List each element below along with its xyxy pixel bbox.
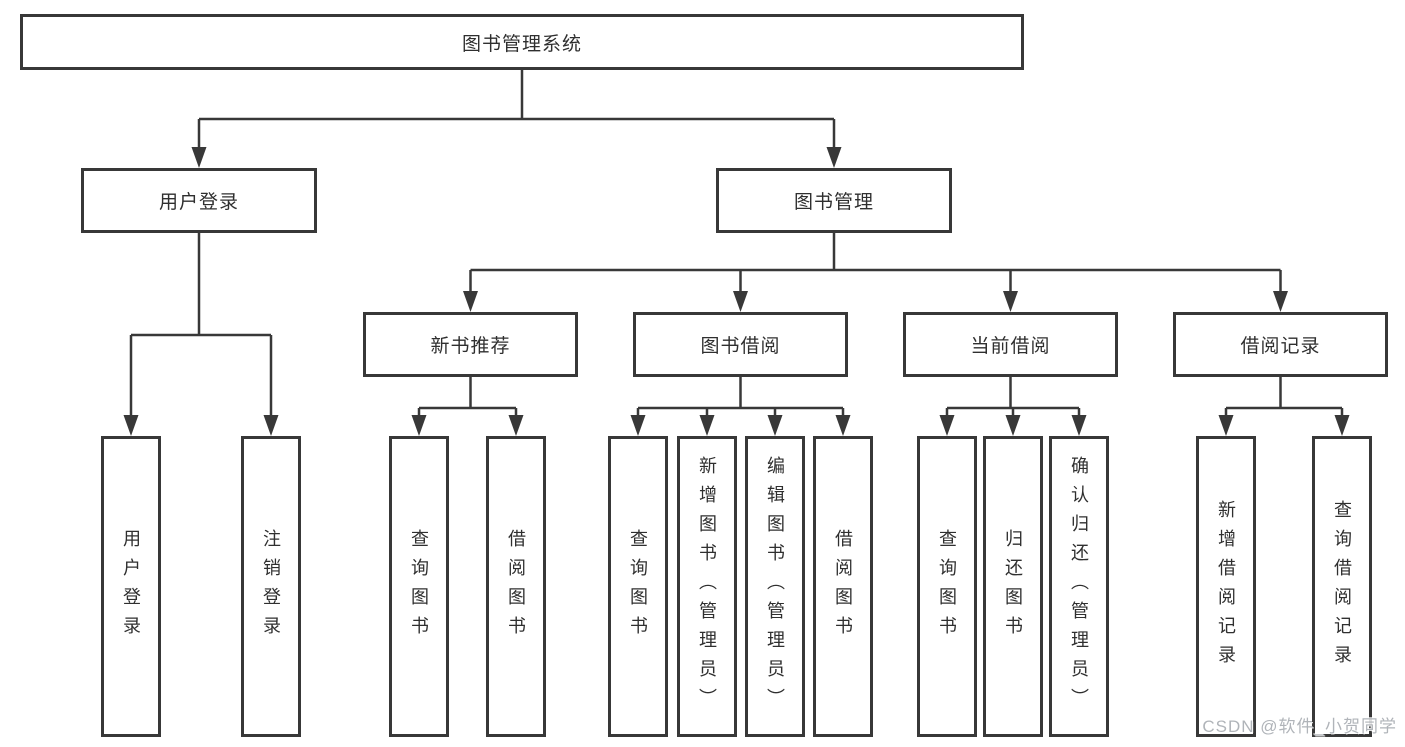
node-book-borrow-label: 图书借阅	[700, 336, 781, 357]
connector-root	[197, 70, 836, 150]
arrowhead-borrow-records	[1218, 415, 1350, 436]
leaf-add-book-admin-label: 新增图书（管理员）	[697, 456, 717, 717]
arrowhead-book-management	[463, 291, 1288, 312]
leaf-query-borrow-record-label: 查询借阅记录	[1332, 499, 1352, 674]
leaf-add-borrow-record: 新增借阅记录	[1196, 436, 1256, 737]
node-book-management-label: 图书管理	[793, 192, 874, 213]
connector-user-login	[129, 233, 273, 418]
leaf-add-borrow-record-label: 新增借阅记录	[1216, 499, 1236, 674]
connector-current-borrow	[945, 377, 1081, 418]
node-book-management: 图书管理	[716, 168, 952, 233]
leaf-user-login-label: 用户登录	[121, 528, 141, 645]
node-new-book-recommend: 新书推荐	[363, 312, 578, 377]
node-current-borrow: 当前借阅	[903, 312, 1118, 377]
arrowhead-user-login	[123, 415, 279, 436]
leaf-logout: 注销登录	[241, 436, 301, 737]
connector-borrow-records	[1224, 377, 1344, 418]
leaf-query-books-recommend-label: 查询图书	[409, 528, 429, 645]
leaf-query-borrow-record: 查询借阅记录	[1312, 436, 1372, 737]
leaf-query-books-borrow: 查询图书	[608, 436, 668, 737]
arrowhead-current-borrow	[939, 415, 1087, 436]
node-root-label: 图书管理系统	[461, 33, 582, 55]
node-borrow-records: 借阅记录	[1173, 312, 1388, 377]
node-book-borrow: 图书借阅	[633, 312, 848, 377]
leaf-add-book-admin: 新增图书（管理员）	[677, 436, 737, 737]
connector-book-borrow	[636, 377, 845, 418]
leaf-query-books-current: 查询图书	[917, 436, 977, 737]
connector-new-book	[417, 377, 518, 418]
leaf-query-books-current-label: 查询图书	[937, 528, 957, 645]
arrowhead-book-borrow	[630, 415, 851, 436]
leaf-logout-label: 注销登录	[261, 528, 281, 645]
leaf-borrow-books: 借阅图书	[813, 436, 873, 737]
node-borrow-records-label: 借阅记录	[1240, 336, 1321, 357]
leaf-return-books: 归还图书	[983, 436, 1043, 737]
leaf-borrow-books-label: 借阅图书	[833, 528, 853, 645]
leaf-user-login: 用户登录	[101, 436, 161, 737]
leaf-edit-book-admin: 编辑图书（管理员）	[745, 436, 805, 737]
leaf-query-books-borrow-label: 查询图书	[628, 528, 648, 645]
leaf-confirm-return-admin-label: 确认归还（管理员）	[1069, 456, 1089, 717]
node-user-login-label: 用户登录	[158, 192, 239, 213]
leaf-query-books-recommend: 查询图书	[389, 436, 449, 737]
node-current-borrow-label: 当前借阅	[970, 336, 1051, 357]
leaf-edit-book-admin-label: 编辑图书（管理员）	[765, 456, 785, 717]
node-root: 图书管理系统	[20, 14, 1024, 70]
leaf-borrow-books-recommend: 借阅图书	[486, 436, 546, 737]
csdn-watermark: CSDN @软件_小贺同学	[1202, 717, 1397, 736]
arrowhead-new-book	[411, 415, 524, 436]
leaf-borrow-books-recommend-label: 借阅图书	[506, 528, 526, 645]
leaf-return-books-label: 归还图书	[1003, 528, 1023, 645]
connector-book-management	[469, 233, 1282, 294]
leaf-confirm-return-admin: 确认归还（管理员）	[1049, 436, 1109, 737]
node-new-book-recommend-label: 新书推荐	[430, 336, 511, 357]
node-user-login: 用户登录	[81, 168, 317, 233]
arrowhead-root	[191, 147, 842, 168]
